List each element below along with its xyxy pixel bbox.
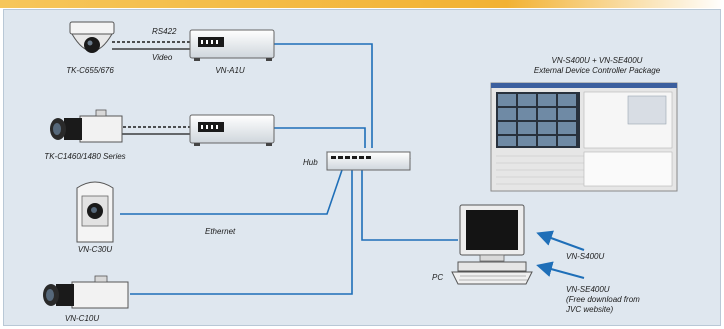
encoder1-label: VN-A1U [215,66,245,75]
line-encoder1-hub [274,43,373,148]
video-label: Video [152,53,173,62]
video-links [112,48,190,135]
hub-icon [326,151,411,171]
software-screenshot [490,82,678,192]
hub-label: Hub [303,158,318,167]
camera3-label: VN-C30U [77,245,113,254]
line-encoder2-hub [274,127,366,148]
software1-label: VN-S400U [566,252,605,261]
dome-camera-icon [69,21,115,53]
package-title-line2: External Device Controller Package [533,66,661,75]
line-cam3-hub [120,169,343,215]
accent-bar-fill [0,0,724,8]
software2-label-line2: (Free download from [566,295,640,304]
pc-icon [451,204,533,285]
camera4-label: VN-C10U [64,314,100,323]
encoder-box-2 [189,114,275,146]
ethernet-lines [120,43,458,295]
package-title-line1: VN-S400U + VN-SE400U [551,56,643,65]
serial-links [112,41,190,128]
camera2-label: TK-C1460/1480 Series [44,152,126,161]
encoder-box-1 [189,29,275,61]
software2-label-line3: JVC website) [566,305,614,314]
compact-camera-icon [76,181,114,243]
box-camera-icon [50,109,123,143]
arrow-software2 [536,261,585,279]
line-hub-pc [361,170,458,241]
ethernet-label: Ethernet [205,227,236,236]
camera1-label: TK-C655/676 [66,66,114,75]
box-camera-icon-2 [43,275,129,309]
pc-label: PC [432,273,444,282]
line-cam4-hub [130,170,353,295]
arrow-software1 [536,230,585,251]
software2-label-line1: VN-SE400U [566,285,610,294]
rs422-label: RS422 [152,27,177,36]
